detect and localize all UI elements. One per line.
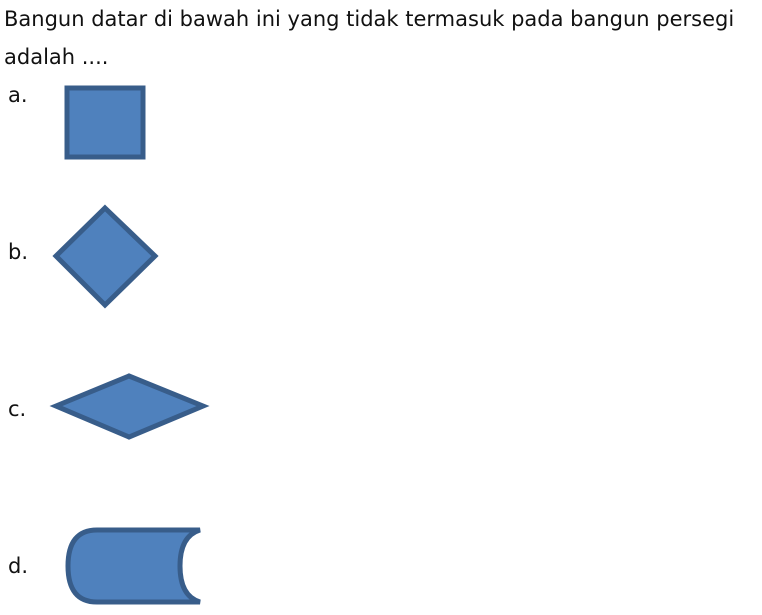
option-b-diamond-shape bbox=[52, 204, 159, 309]
option-d-label: d. bbox=[8, 554, 29, 578]
question-text: Bangun datar di bawah ini yang tidak ter… bbox=[4, 7, 735, 69]
option-d-stored-data-shape bbox=[65, 527, 201, 605]
option-a-square-shape bbox=[64, 85, 146, 160]
option-a-label: a. bbox=[8, 83, 28, 107]
option-b-label: b. bbox=[8, 240, 29, 264]
option-c-label: c. bbox=[8, 397, 27, 421]
option-c-rhombus-shape bbox=[49, 373, 210, 440]
